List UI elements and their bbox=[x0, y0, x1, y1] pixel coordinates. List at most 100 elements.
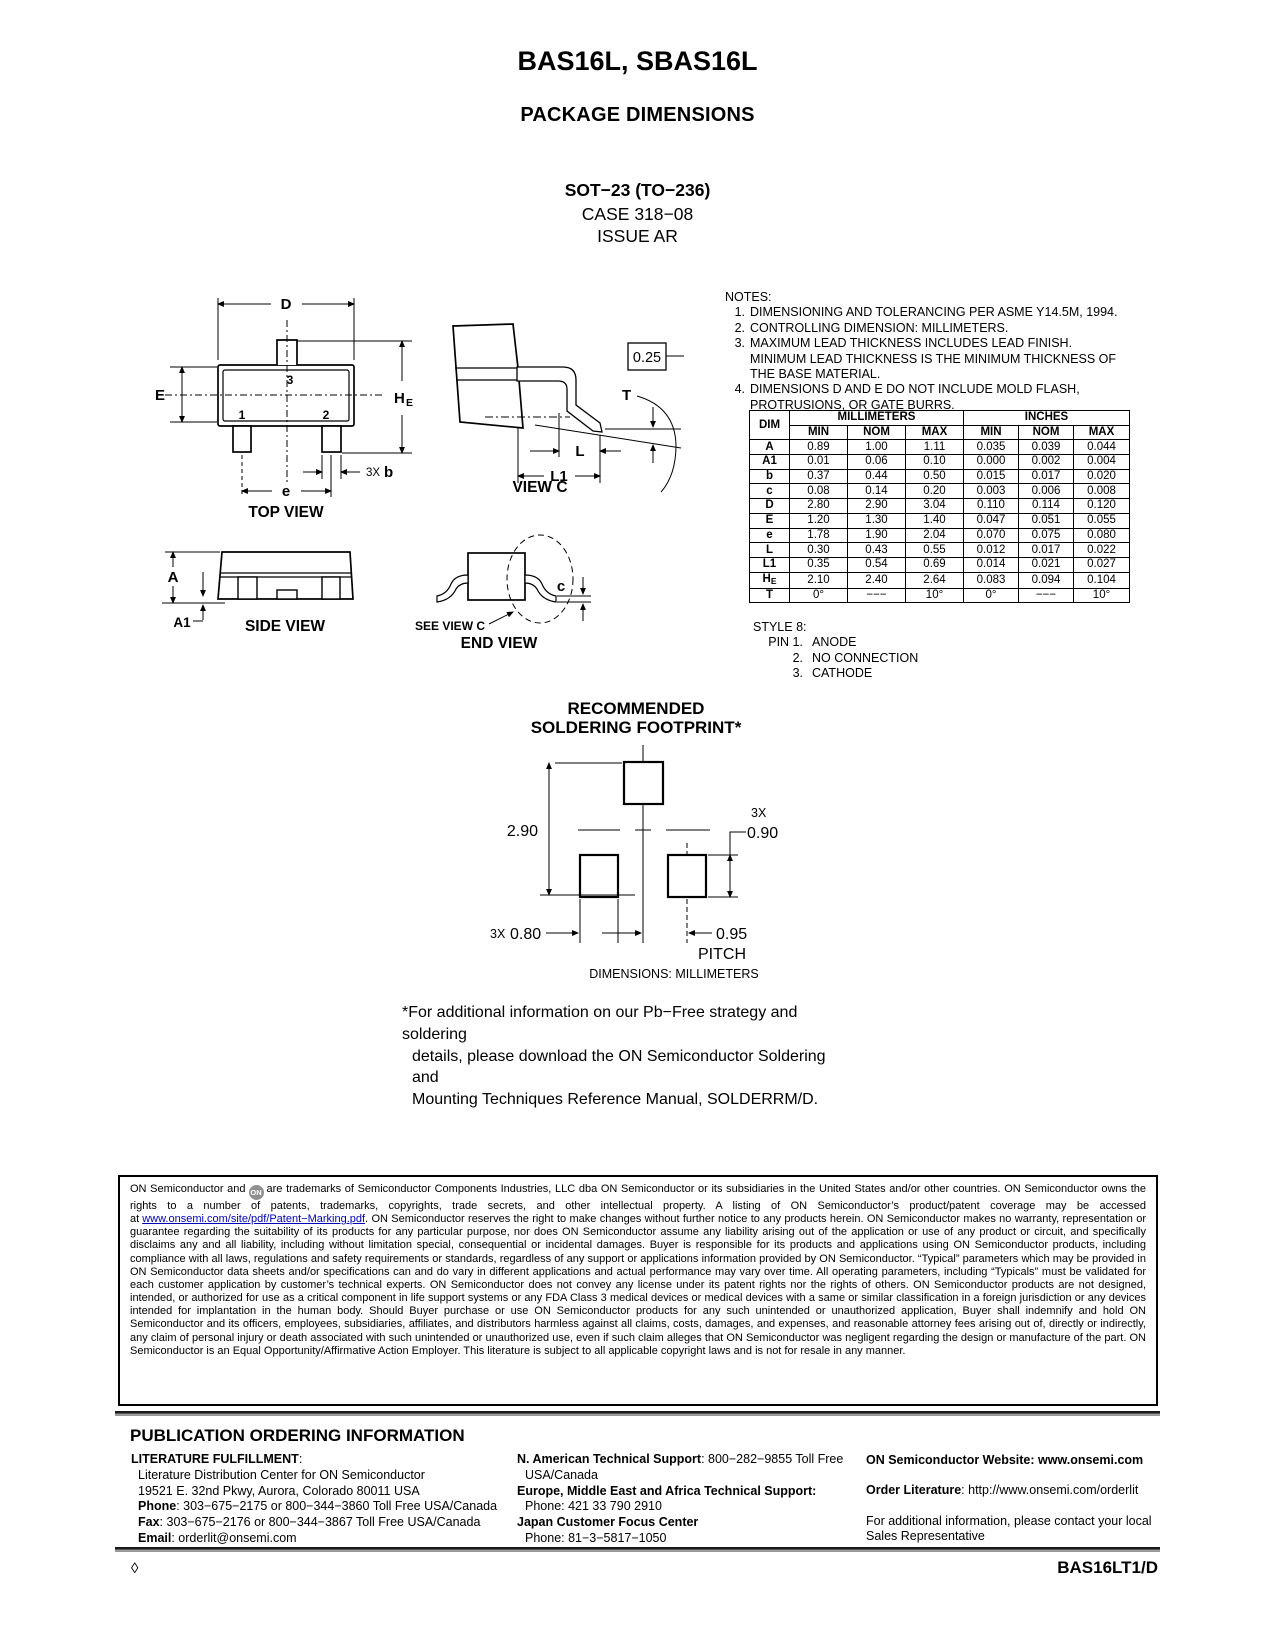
pin-function: PIN 1.ANODE bbox=[753, 635, 918, 650]
pin-function: 3. CATHODE bbox=[753, 666, 918, 681]
dim-label: E bbox=[749, 512, 790, 529]
dim-value: 0.051 bbox=[1018, 512, 1074, 529]
literature-line: Literature Distribution Center for ON Se… bbox=[138, 1467, 425, 1482]
dim-value: 0.000 bbox=[963, 454, 1019, 470]
dim-value: 1.90 bbox=[847, 527, 906, 544]
pin-function-text: NO CONNECTION bbox=[812, 650, 919, 665]
emea-support: Europe, Middle East and Africa Technical… bbox=[517, 1483, 817, 1498]
website-line: ON Semiconductor Website: www.onsemi.com bbox=[866, 1453, 1144, 1467]
dim-value: 0.08 bbox=[789, 483, 848, 500]
notes-heading: NOTES: bbox=[725, 290, 772, 304]
document-id: BAS16LT1/D bbox=[1057, 1558, 1158, 1577]
literature-line: 19521 E. 32nd Pkwy, Aurora, Colorado 800… bbox=[138, 1483, 420, 1498]
disclaimer-part1: are trademarks of Semiconductor Componen… bbox=[130, 1183, 1146, 1226]
pad-height-value: 0.90 bbox=[747, 825, 778, 842]
pad-qty-label: 3X bbox=[751, 806, 767, 820]
pin-function-text: CATHODE bbox=[812, 665, 873, 680]
dim-value: 0.06 bbox=[847, 454, 906, 470]
pin-function-text: ANODE bbox=[812, 635, 857, 650]
end-view-caption: END VIEW bbox=[461, 635, 538, 652]
note-item: 4.DIMENSIONS D AND E DO NOT INCLUDE MOLD… bbox=[712, 382, 1124, 413]
dim-value: 0.104 bbox=[1073, 571, 1130, 589]
col-header: MIN bbox=[789, 424, 848, 441]
col-header: MAX bbox=[905, 424, 964, 441]
dim-value: 0.012 bbox=[963, 542, 1019, 558]
soldering-footprint-drawing: 2.90 3X 0.90 3X 0.80 0.95 PITCH bbox=[490, 745, 778, 963]
dim-value: 1.20 bbox=[789, 512, 848, 529]
technical-support: N. American Technical Support: 800−282−9… bbox=[517, 1452, 857, 1547]
footprint-heading: RECOMMENDED SOLDERING FOOTPRINT* bbox=[450, 699, 822, 737]
dim-value: 0.54 bbox=[847, 556, 906, 573]
dim-value: 0.30 bbox=[789, 542, 848, 558]
pad-width-value: 0.80 bbox=[510, 926, 541, 943]
table-row: DIM MILLIMETERS INCHES bbox=[749, 409, 1130, 441]
page-title: BAS16L, SBAS16L bbox=[517, 46, 758, 76]
end-view-drawing: c SEE VIEW C END VIEW bbox=[415, 534, 591, 652]
case-number: CASE 318−08 bbox=[581, 204, 694, 224]
dim-value: 0.55 bbox=[905, 542, 964, 558]
dim-value: 0.035 bbox=[963, 439, 1019, 456]
dim-value: 1.00 bbox=[847, 439, 906, 456]
col-header: NOM bbox=[847, 424, 906, 441]
literature-title: LITERATURE FULFILLMENT: bbox=[131, 1452, 303, 1466]
top-view-caption: TOP VIEW bbox=[248, 504, 324, 521]
footnote-line2: details, please download the ON Semicond… bbox=[412, 1047, 826, 1087]
footnote-line1: *For additional information on our Pb−Fr… bbox=[402, 1004, 798, 1043]
dim-value: 0.43 bbox=[847, 542, 906, 558]
dim-value: 0.070 bbox=[963, 527, 1019, 544]
dim-label-c: c bbox=[557, 578, 565, 595]
note-number: 1. bbox=[734, 305, 745, 320]
pad-qty-label2: 3X bbox=[490, 927, 506, 941]
col-header-dim: DIM bbox=[749, 409, 790, 441]
dim-value: 0.015 bbox=[963, 468, 1019, 485]
side-view-caption: SIDE VIEW bbox=[245, 618, 325, 635]
note-number: 4. bbox=[734, 382, 745, 397]
dim-label-d: D bbox=[281, 296, 292, 313]
dim-label: HE bbox=[749, 571, 790, 589]
dim-value: 0.50 bbox=[905, 468, 964, 485]
footprint-height-value: 2.90 bbox=[507, 823, 538, 840]
disclaimer-part2: . ON Semiconductor reserves the right to… bbox=[130, 1213, 1146, 1357]
pitch-word: PITCH bbox=[698, 946, 746, 963]
note-item: 1.DIMENSIONING AND TOLERANCING PER ASME … bbox=[712, 305, 1124, 320]
footer-diamond: ◊ bbox=[131, 1560, 139, 1577]
dim-value: −−− bbox=[847, 587, 906, 604]
note-number: 2. bbox=[734, 320, 745, 335]
footer-bar bbox=[115, 1547, 1160, 1552]
footprint-heading-line2: SOLDERING FOOTPRINT* bbox=[530, 718, 742, 737]
dim-value: 0.004 bbox=[1073, 454, 1130, 470]
dim-value: 0.083 bbox=[963, 571, 1019, 589]
bottom-right-pad bbox=[666, 853, 708, 899]
dim-label: A1 bbox=[749, 454, 790, 470]
pin-ref: 3. bbox=[792, 665, 803, 680]
on-logo: ON bbox=[248, 1185, 264, 1200]
dim-value: 1.78 bbox=[789, 527, 848, 544]
pitch-value: 0.95 bbox=[716, 926, 747, 943]
dim-value: 2.64 bbox=[905, 571, 964, 589]
pin-ref: 2. bbox=[792, 650, 803, 665]
dim-value: 0.075 bbox=[1018, 527, 1074, 544]
dim-value: 3.04 bbox=[905, 498, 964, 514]
col-header: NOM bbox=[1018, 424, 1074, 441]
dim-label: L bbox=[749, 542, 790, 558]
see-view-c-label: SEE VIEW C bbox=[415, 619, 485, 633]
patent-marking-link[interactable]: www.onsemi.com/site/pdf/Patent−Marking.p… bbox=[142, 1213, 366, 1226]
dim-label-pitch-e: e bbox=[282, 483, 290, 500]
disclaimer-intro: ON Semiconductor and bbox=[130, 1183, 246, 1195]
col-header: MIN bbox=[963, 424, 1019, 441]
japan-phone: Phone: 81−3−5817−1050 bbox=[525, 1530, 667, 1545]
dim-value: 0.080 bbox=[1073, 527, 1130, 544]
notes: NOTES: 1.DIMENSIONING AND TOLERANCING PE… bbox=[712, 290, 1124, 413]
website-info: ON Semiconductor Website: www.onsemi.com… bbox=[866, 1453, 1166, 1545]
note-number: 3. bbox=[734, 336, 745, 351]
issue-number: ISSUE AR bbox=[597, 226, 678, 246]
side-view-drawing: A A1 SIDE VIEW bbox=[162, 550, 354, 635]
dim-label: L1 bbox=[749, 556, 790, 573]
